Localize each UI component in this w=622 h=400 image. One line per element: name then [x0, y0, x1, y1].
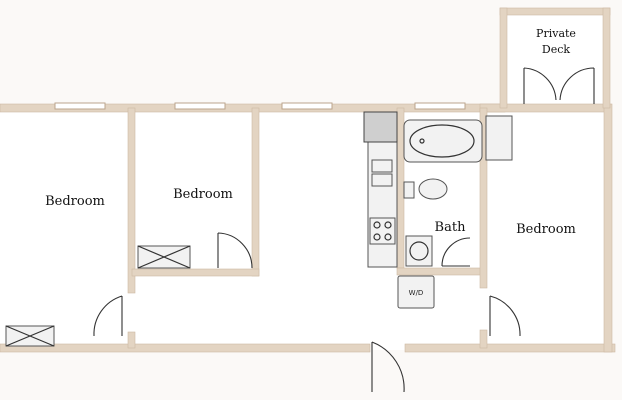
burner-4 — [384, 233, 392, 241]
window-4 — [414, 102, 466, 110]
wall-bottom-2 — [404, 343, 616, 353]
washer-dryer-label: W/D — [409, 289, 424, 297]
walls — [0, 7, 616, 353]
wall-deck-top — [499, 7, 611, 16]
sink-basin — [409, 241, 429, 261]
wall-bath-left — [396, 107, 405, 269]
door-deck-left — [523, 67, 557, 104]
label-bedroom-left: Bedroom — [45, 194, 105, 209]
wall-deck-right — [602, 7, 611, 109]
wall-deck-left — [499, 7, 508, 109]
stove — [369, 217, 396, 245]
window-2 — [174, 102, 226, 110]
heaters — [5, 245, 191, 347]
bath-fixtures — [403, 115, 513, 267]
washer-dryer-box — [397, 275, 435, 309]
toilet-bowl — [418, 178, 448, 200]
wall-left-bedroom-lower — [127, 331, 136, 349]
sink-bowl-1 — [371, 159, 393, 173]
toilet-tank — [403, 181, 415, 199]
room-labels: Bedroom Bedroom Bedroom Bath Private Dec… — [45, 27, 576, 237]
vanity — [485, 115, 513, 161]
kitchen — [363, 111, 398, 268]
doors — [93, 67, 595, 393]
tub-drain — [419, 138, 425, 144]
label-deck-line2: Deck — [542, 43, 570, 56]
wall-bath-bottom — [396, 267, 486, 276]
window-1 — [54, 102, 106, 110]
burner-3 — [373, 233, 381, 241]
washer-dryer: W/D — [397, 275, 435, 309]
wall-right-bedroom — [479, 107, 488, 289]
door-deck-right — [559, 67, 595, 104]
door-left-bedroom — [93, 295, 123, 337]
wall-bottom — [0, 343, 371, 353]
label-deck-line1: Private — [536, 27, 576, 40]
wall-top-right — [479, 103, 611, 113]
door-middle-bedroom — [217, 232, 253, 269]
burner-1 — [373, 221, 381, 229]
label-bath: Bath — [435, 220, 467, 235]
door-right-bedroom — [489, 295, 521, 337]
burner-2 — [384, 221, 392, 229]
door-entry — [371, 341, 405, 393]
wall-middle-bedroom-bottom — [131, 268, 260, 277]
label-bedroom-middle: Bedroom — [173, 187, 233, 202]
windows — [54, 102, 466, 110]
wall-left-bedroom — [127, 107, 136, 294]
floor-areas — [0, 12, 610, 350]
tub-basin — [409, 124, 475, 158]
bathtub — [403, 119, 483, 163]
wall-right — [603, 103, 613, 353]
window-3 — [281, 102, 333, 110]
fridge — [363, 111, 398, 143]
wall-right-bedroom-lower — [479, 329, 488, 349]
label-bedroom-right: Bedroom — [516, 222, 576, 237]
door-bath — [441, 237, 471, 267]
wall-middle-bedroom-right — [251, 107, 260, 277]
sink-bowl-2 — [371, 173, 393, 187]
